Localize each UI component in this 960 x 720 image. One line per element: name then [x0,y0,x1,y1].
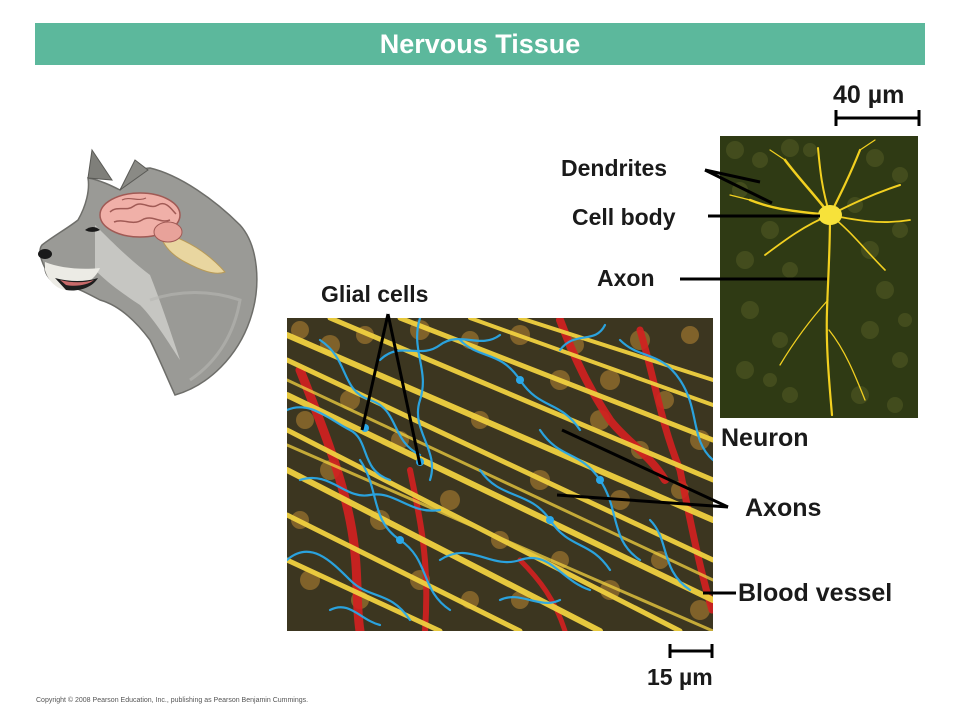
leader-lines [360,168,827,595]
copyright-notice: Copyright © 2008 Pearson Education, Inc.… [36,697,309,704]
scale-bar-bottom [668,644,714,658]
neuron-label: Neuron [721,424,809,452]
axon-label: Axon [597,265,655,291]
axons-leader-1 [561,428,729,509]
neuron-micrograph [720,136,918,418]
page-title: Nervous Tissue [379,28,581,59]
dendrites-leader-1 [704,168,761,184]
dendrites-label: Dendrites [561,155,668,181]
glial-cells-label: Glial cells [321,281,429,307]
title-bar: Nervous Tissue [35,23,925,65]
cell-body-label: Cell body [572,204,676,230]
scale-label-top: 40 µm [833,81,905,109]
glial-cells-leader-2 [386,313,422,466]
scale-label-bottom: 15 µm [647,664,713,690]
blood-vessel-label: Blood vessel [738,579,893,607]
wolf-head-illustration [38,148,258,396]
axons-label: Axons [745,494,822,522]
scale-bar-top [834,110,921,126]
nervous-tissue-micrograph [287,318,713,631]
glial-cells-leader-1 [360,313,390,431]
axons-leader-2 [556,493,729,509]
dendrites-leader-2 [704,168,773,205]
